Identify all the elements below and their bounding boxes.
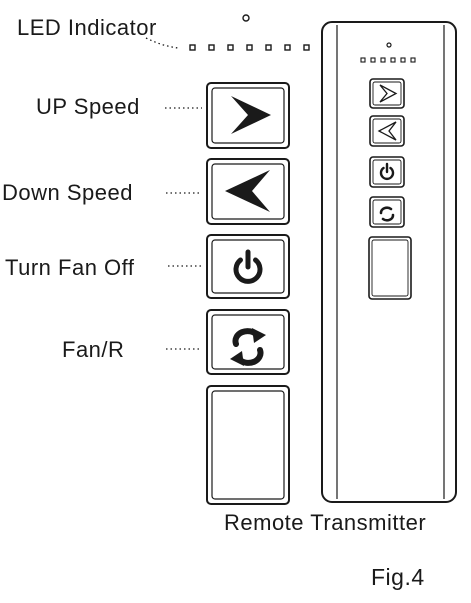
led-dot-icon bbox=[242, 14, 250, 22]
remote-fan-button[interactable] bbox=[369, 196, 405, 228]
power-icon bbox=[379, 162, 395, 180]
label-fan-reverse: Fan/R bbox=[62, 337, 125, 362]
remote-led-row bbox=[360, 57, 416, 63]
remote-down-button[interactable] bbox=[369, 115, 405, 147]
rotate-arrows-icon bbox=[379, 206, 395, 222]
arrow-right-icon bbox=[231, 96, 271, 134]
arrow-left-icon bbox=[225, 170, 270, 212]
led-indicator-row bbox=[189, 44, 310, 51]
fan-reverse-button[interactable] bbox=[206, 309, 290, 375]
blank-button[interactable] bbox=[206, 385, 290, 505]
label-down-speed: Down Speed bbox=[2, 180, 133, 205]
remote-led-dot-icon bbox=[386, 42, 392, 48]
figure-number: Fig.4 bbox=[371, 564, 425, 590]
turn-fan-off-button[interactable] bbox=[206, 234, 290, 299]
remote-power-button[interactable] bbox=[369, 156, 405, 188]
remote-blank-button[interactable] bbox=[368, 236, 412, 300]
label-up-speed: UP Speed bbox=[36, 94, 140, 119]
label-turn-fan-off: Turn Fan Off bbox=[5, 255, 135, 280]
remote-up-button[interactable] bbox=[369, 78, 405, 109]
arrow-right-icon bbox=[379, 84, 398, 103]
down-speed-button[interactable] bbox=[206, 158, 290, 225]
leader-lines bbox=[145, 37, 203, 350]
label-remote-transmitter: Remote Transmitter bbox=[224, 510, 427, 535]
power-icon bbox=[233, 249, 263, 284]
label-led-indicator: LED Indicator bbox=[17, 15, 157, 40]
leader-led bbox=[145, 37, 179, 49]
arrow-left-icon bbox=[377, 121, 397, 141]
up-speed-button[interactable] bbox=[206, 82, 290, 149]
